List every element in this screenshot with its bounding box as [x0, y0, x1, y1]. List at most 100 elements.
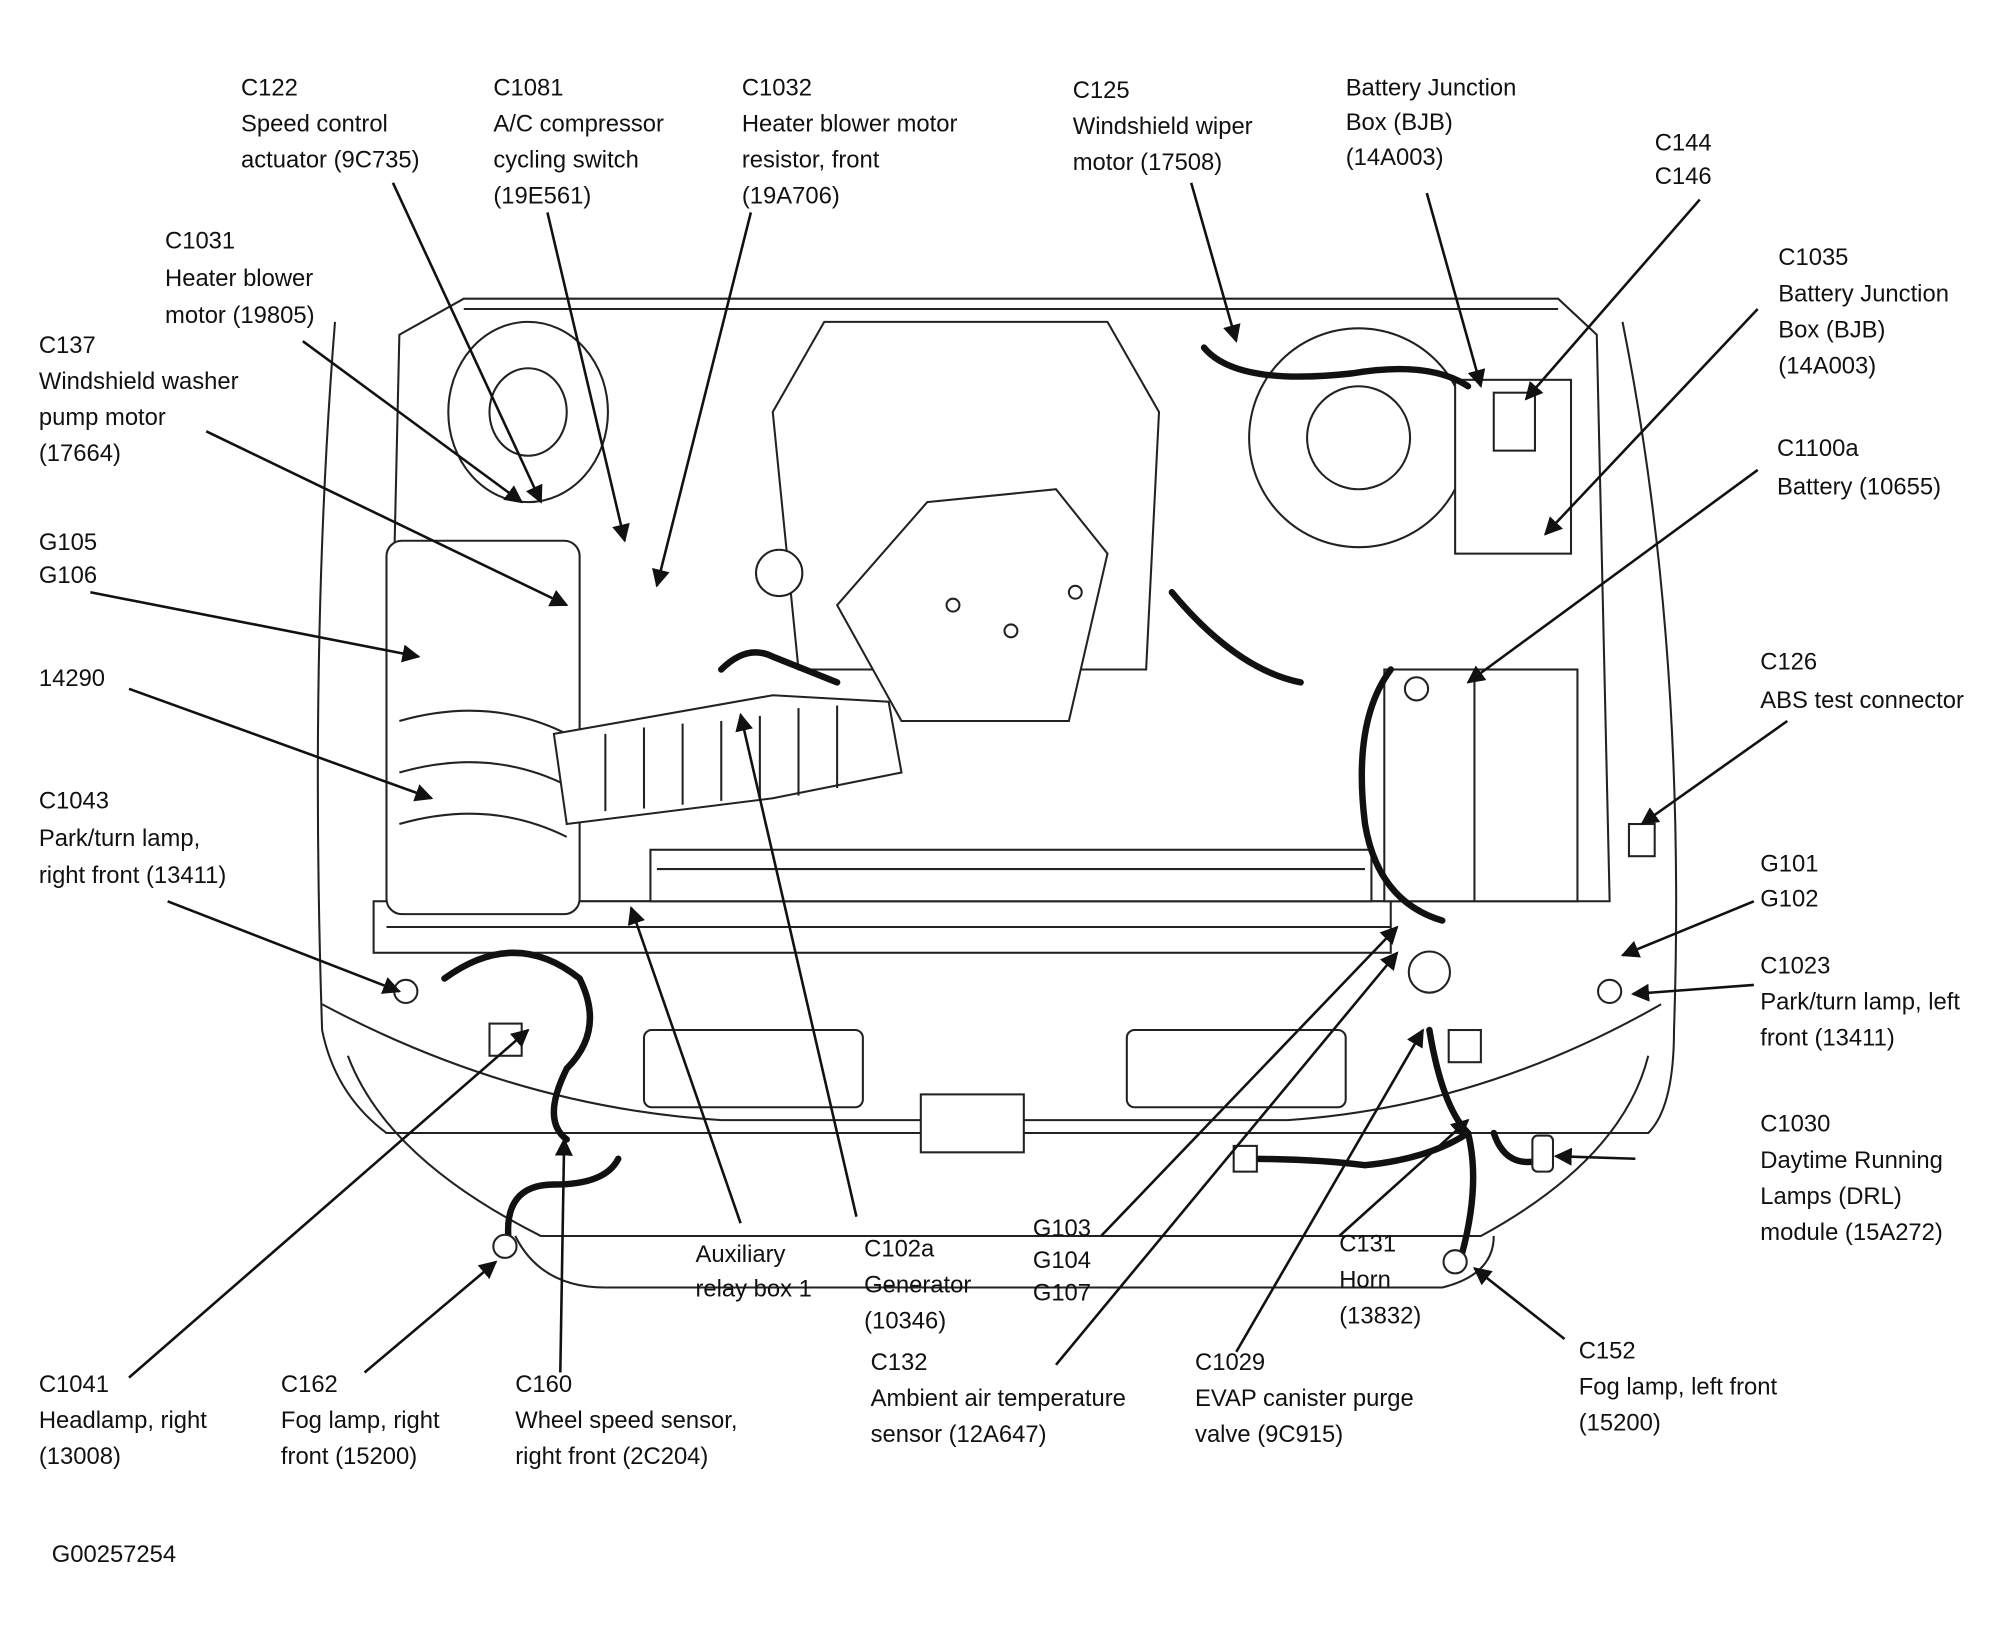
label-text: Box (BJB)	[1778, 316, 1885, 343]
label-text: Box (BJB)	[1346, 109, 1453, 136]
label-text: (13832)	[1339, 1303, 1421, 1330]
label-text: G106	[39, 562, 97, 589]
label-text: module (15A272)	[1760, 1219, 1943, 1246]
leader-c131	[1338, 1118, 1470, 1237]
leader-c132	[1055, 951, 1399, 1366]
label-text: Park/turn lamp, left	[1760, 988, 1960, 1015]
label-code: 14290	[39, 665, 105, 692]
label-text: Wheel speed sensor,	[515, 1407, 737, 1434]
leader-c1035	[1544, 308, 1759, 536]
engine-illustration	[316, 297, 1678, 1289]
label-code: C1081	[493, 74, 563, 101]
label-text: (19A706)	[742, 182, 840, 209]
label-text: (19E561)	[493, 182, 591, 209]
leader-lines	[90, 182, 1789, 1379]
label-text: Windshield wiper	[1073, 113, 1253, 140]
label-text: (14A003)	[1778, 352, 1876, 379]
label-code: C126	[1760, 649, 1817, 676]
label-text: Ambient air temperature	[871, 1385, 1126, 1412]
leader-c1081	[546, 212, 630, 543]
label-text: C146	[1655, 163, 1712, 190]
label-code: C1035	[1778, 244, 1848, 271]
label-text: A/C compressor	[493, 110, 664, 137]
label-text: pump motor	[39, 404, 166, 431]
label-text: relay box 1	[695, 1276, 811, 1303]
label-text: valve (9C915)	[1195, 1421, 1343, 1448]
label-code: G105	[39, 529, 97, 556]
label-code: C102a	[864, 1236, 935, 1263]
leader-g103	[1100, 925, 1399, 1237]
label-text: (15200)	[1579, 1409, 1661, 1436]
leader-c1100a	[1466, 468, 1759, 684]
leader-aux	[627, 905, 742, 1224]
leader-g105	[90, 590, 421, 663]
label-text: Battery Junction	[1778, 280, 1949, 307]
label-text: Lamps (DRL)	[1760, 1183, 1902, 1210]
label-text: motor (19805)	[165, 302, 314, 329]
label-text: Heater blower	[165, 265, 313, 292]
leader-c126	[1640, 719, 1789, 826]
leader-c125	[1189, 182, 1241, 343]
leader-g101	[1620, 900, 1755, 958]
label-text: Speed control	[241, 110, 388, 137]
label-code: C122	[241, 74, 298, 101]
label-code: C1031	[165, 227, 235, 254]
label-text: Battery (10655)	[1777, 473, 1941, 500]
leader-c1043	[167, 900, 402, 994]
label-code: C1100a	[1777, 435, 1859, 462]
leader-c162	[363, 1260, 498, 1374]
leader-c1032	[652, 212, 753, 588]
label-text: right front (13411)	[39, 862, 226, 889]
label-code: C125	[1073, 77, 1130, 104]
label-text: G102	[1760, 885, 1818, 912]
label-code: C1032	[742, 74, 812, 101]
leader-c160	[554, 1137, 573, 1373]
label-text: Park/turn lamp,	[39, 825, 200, 852]
label-text: Windshield washer	[39, 368, 239, 395]
label-text: motor (17508)	[1073, 149, 1222, 176]
label-code: C1030	[1760, 1111, 1830, 1138]
label-text: (17664)	[39, 440, 121, 467]
leader-c102a	[735, 712, 858, 1217]
label-code: C131	[1339, 1230, 1396, 1257]
label-text: Daytime Running	[1760, 1147, 1943, 1174]
label-code: G101	[1760, 851, 1818, 878]
label-code: C132	[871, 1349, 928, 1376]
label-code: C1029	[1195, 1349, 1265, 1376]
leader-c1041	[128, 1028, 530, 1379]
label-code: Battery Junction	[1346, 74, 1517, 101]
label-text: Heater blower motor	[742, 110, 958, 137]
label-text: EVAP canister purge	[1195, 1385, 1414, 1412]
label-text: cycling switch	[493, 146, 638, 173]
label-code: G103	[1033, 1215, 1091, 1242]
label-text: Fog lamp, right	[281, 1407, 440, 1434]
label-text: front (15200)	[281, 1443, 417, 1470]
leader-c144	[1524, 198, 1701, 401]
label-text: actuator (9C735)	[241, 146, 420, 173]
label-text: front (13411)	[1760, 1024, 1894, 1051]
label-code: C1023	[1760, 952, 1830, 979]
label-text: (13008)	[39, 1443, 121, 1470]
leader-c1029	[1235, 1028, 1425, 1353]
leader-c1031	[302, 340, 524, 504]
